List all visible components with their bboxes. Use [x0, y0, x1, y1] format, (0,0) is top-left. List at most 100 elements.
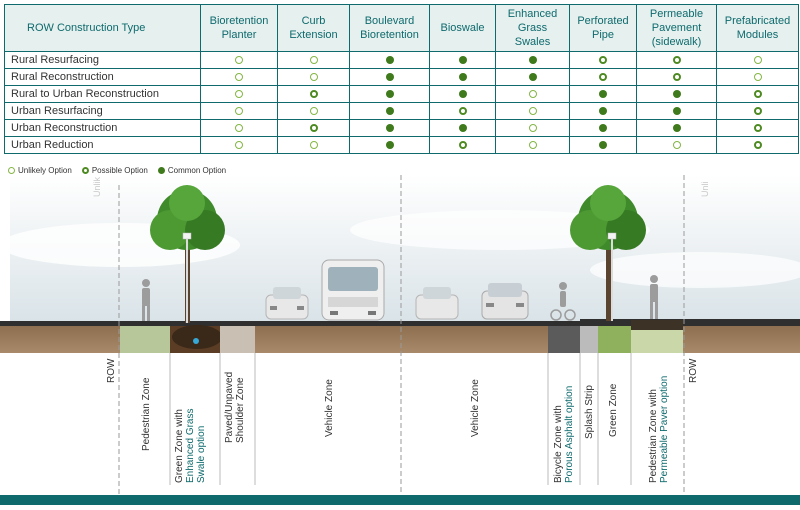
road-surface: [0, 321, 580, 326]
unlikely-dot-icon: [753, 56, 762, 65]
common-dot-icon: [385, 56, 394, 65]
possible-dot-icon: [753, 90, 762, 99]
table-cell: [636, 85, 717, 103]
column-header: Prefabricated Modules: [716, 4, 799, 52]
column-header: Bioretention Planter: [200, 4, 278, 52]
row-label: Urban Resurfacing: [4, 102, 201, 120]
column-header: Perforated Pipe: [569, 4, 637, 52]
possible-dot-icon: [599, 56, 607, 65]
unlikely-dot-icon: [672, 141, 681, 150]
common-dot-icon: [385, 124, 394, 133]
row-label: Urban Reconstruction: [4, 119, 201, 137]
faded-label-right: Unli: [700, 181, 710, 197]
table-cell: [277, 119, 350, 137]
row-label-left: ROW: [106, 358, 117, 383]
table-cell: [200, 51, 278, 69]
row-label: Rural Reconstruction: [4, 68, 201, 86]
suv-icon: [481, 283, 529, 320]
common-dot-icon: [385, 90, 394, 99]
table-cell: [200, 119, 278, 137]
row-label: Rural to Urban Reconstruction: [4, 85, 201, 103]
street-light-right-icon: [607, 232, 617, 321]
table-row: Urban Resurfacing: [4, 102, 799, 120]
street-light-left-icon: [182, 232, 192, 323]
row-label: Urban Reduction: [4, 136, 201, 154]
table-cell: [349, 51, 430, 69]
table-cell: [349, 136, 430, 154]
possible-dot-icon: [309, 124, 318, 133]
legend-unlikely-label: Unlikely Option: [18, 166, 72, 175]
table-cell: [569, 68, 637, 86]
table-cell: [429, 68, 496, 86]
possible-dot-icon: [599, 73, 607, 82]
table-cell: [277, 136, 350, 154]
unlikely-dot-icon: [309, 141, 318, 150]
unlikely-dot-icon: [235, 90, 243, 99]
table-row: Urban Reduction: [4, 136, 799, 154]
pedestrian-zone-left-label: Pedestrian Zone: [141, 377, 152, 451]
pedestrian-zone-left: [120, 326, 170, 353]
table-cell: [495, 85, 570, 103]
shoulder-zone: [220, 326, 255, 353]
unlikely-dot-icon: [528, 124, 537, 133]
table-cell: [716, 51, 799, 69]
splash-strip: [580, 326, 598, 353]
bus-icon: [321, 259, 385, 321]
bicycle-zone-label: Bicycle Zone with Porous Asphalt option: [553, 385, 575, 483]
common-dot-icon: [599, 107, 607, 116]
common-dot-icon: [599, 141, 607, 150]
table-cell: [716, 68, 799, 86]
table-cell: [636, 51, 717, 69]
possible-dot-icon: [672, 73, 681, 82]
common-dot-icon: [458, 124, 467, 133]
legend-possible: Possible Option: [81, 166, 148, 175]
table-cell: [200, 85, 278, 103]
possible-dot-icon: [458, 141, 467, 150]
unlikely-dot-icon: [235, 107, 243, 116]
tree-left-icon: [150, 185, 225, 323]
unlikely-dot-icon: [235, 73, 243, 82]
cloud: [590, 252, 800, 288]
unlikely-dot-icon: [309, 107, 318, 116]
table-cell: [636, 119, 717, 137]
possible-dot-icon: [458, 107, 467, 116]
table-cell: [716, 102, 799, 120]
common-dot-icon: [458, 73, 467, 82]
green-zone-swale-label: Green Zone with Enhanced Grass Swale opt…: [174, 408, 207, 484]
legend-unlikely: Unlikely Option: [8, 166, 72, 175]
unlikely-dot-icon: [528, 141, 537, 150]
table-row: Rural Reconstruction: [4, 68, 799, 86]
table-cell: [349, 68, 430, 86]
possible-dot-icon: [753, 107, 762, 116]
car-left-icon: [265, 287, 309, 320]
pedestrian-left-icon: [142, 279, 150, 321]
tree-right-icon: [570, 185, 646, 321]
table-cell: [495, 51, 570, 69]
table-cell: [277, 51, 350, 69]
row-type-header: ROW Construction Type: [4, 4, 201, 52]
common-dot-icon: [599, 124, 607, 133]
table-cell: [636, 136, 717, 154]
common-dot-icon: [672, 107, 681, 116]
common-dot-icon: [385, 107, 394, 116]
table-cell: [495, 136, 570, 154]
possible-dot-icon: [81, 167, 89, 174]
table-cell: [716, 136, 799, 154]
green-zone-right: [598, 326, 631, 353]
legend: Unlikely Option Possible Option Common O…: [8, 166, 226, 175]
table-cell: [429, 136, 496, 154]
table-header-row: ROW Construction Type Bioretention Plant…: [4, 4, 799, 52]
drain-pipe-icon: [193, 338, 199, 344]
common-dot-icon: [528, 73, 537, 82]
street-cross-section: Unlik Unli ROW Pedestrian Zone Green Zon…: [0, 175, 800, 505]
common-dot-icon: [385, 141, 394, 150]
unlikely-dot-icon: [235, 56, 243, 65]
unlikely-dot-icon: [528, 90, 537, 99]
table-cell: [495, 68, 570, 86]
unlikely-dot-icon: [528, 107, 537, 116]
common-dot-icon: [672, 124, 681, 133]
table-cell: [716, 85, 799, 103]
table-cell: [569, 102, 637, 120]
table-cell: [495, 102, 570, 120]
